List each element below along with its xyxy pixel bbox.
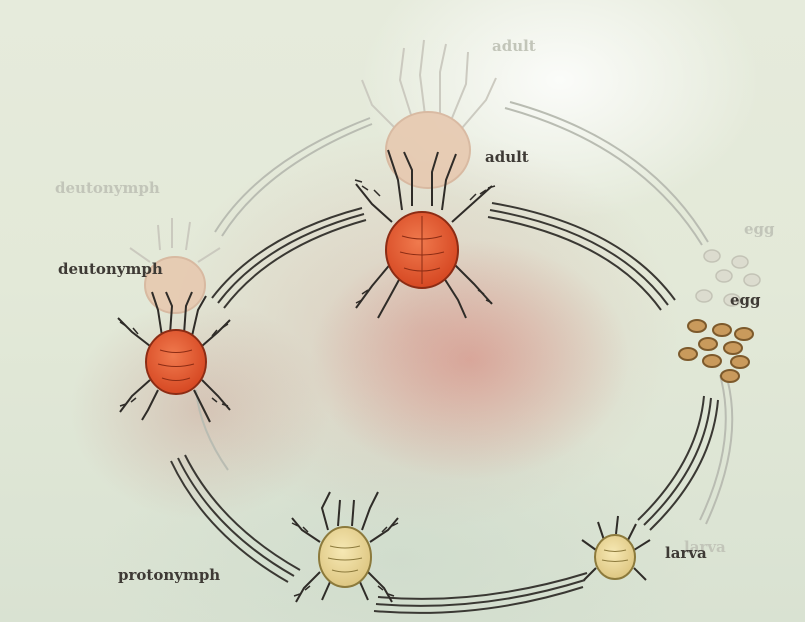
deutonymph-ghost-label: deutonymph bbox=[55, 181, 160, 196]
adult-ghost-mite-icon bbox=[362, 40, 496, 188]
egg-cluster bbox=[679, 320, 753, 382]
larva-label: larva bbox=[665, 546, 707, 561]
egg-label: egg bbox=[730, 293, 761, 308]
protonymph-label: protonymph bbox=[118, 568, 220, 583]
egg-ghost-label: egg bbox=[744, 222, 775, 237]
adult-label: adult bbox=[485, 150, 529, 165]
protonymph-mite-icon bbox=[292, 492, 398, 602]
larva-mite-icon bbox=[582, 516, 650, 580]
deutonymph-label: deutonymph bbox=[58, 262, 163, 277]
adult-ghost-label: adult bbox=[492, 39, 536, 54]
